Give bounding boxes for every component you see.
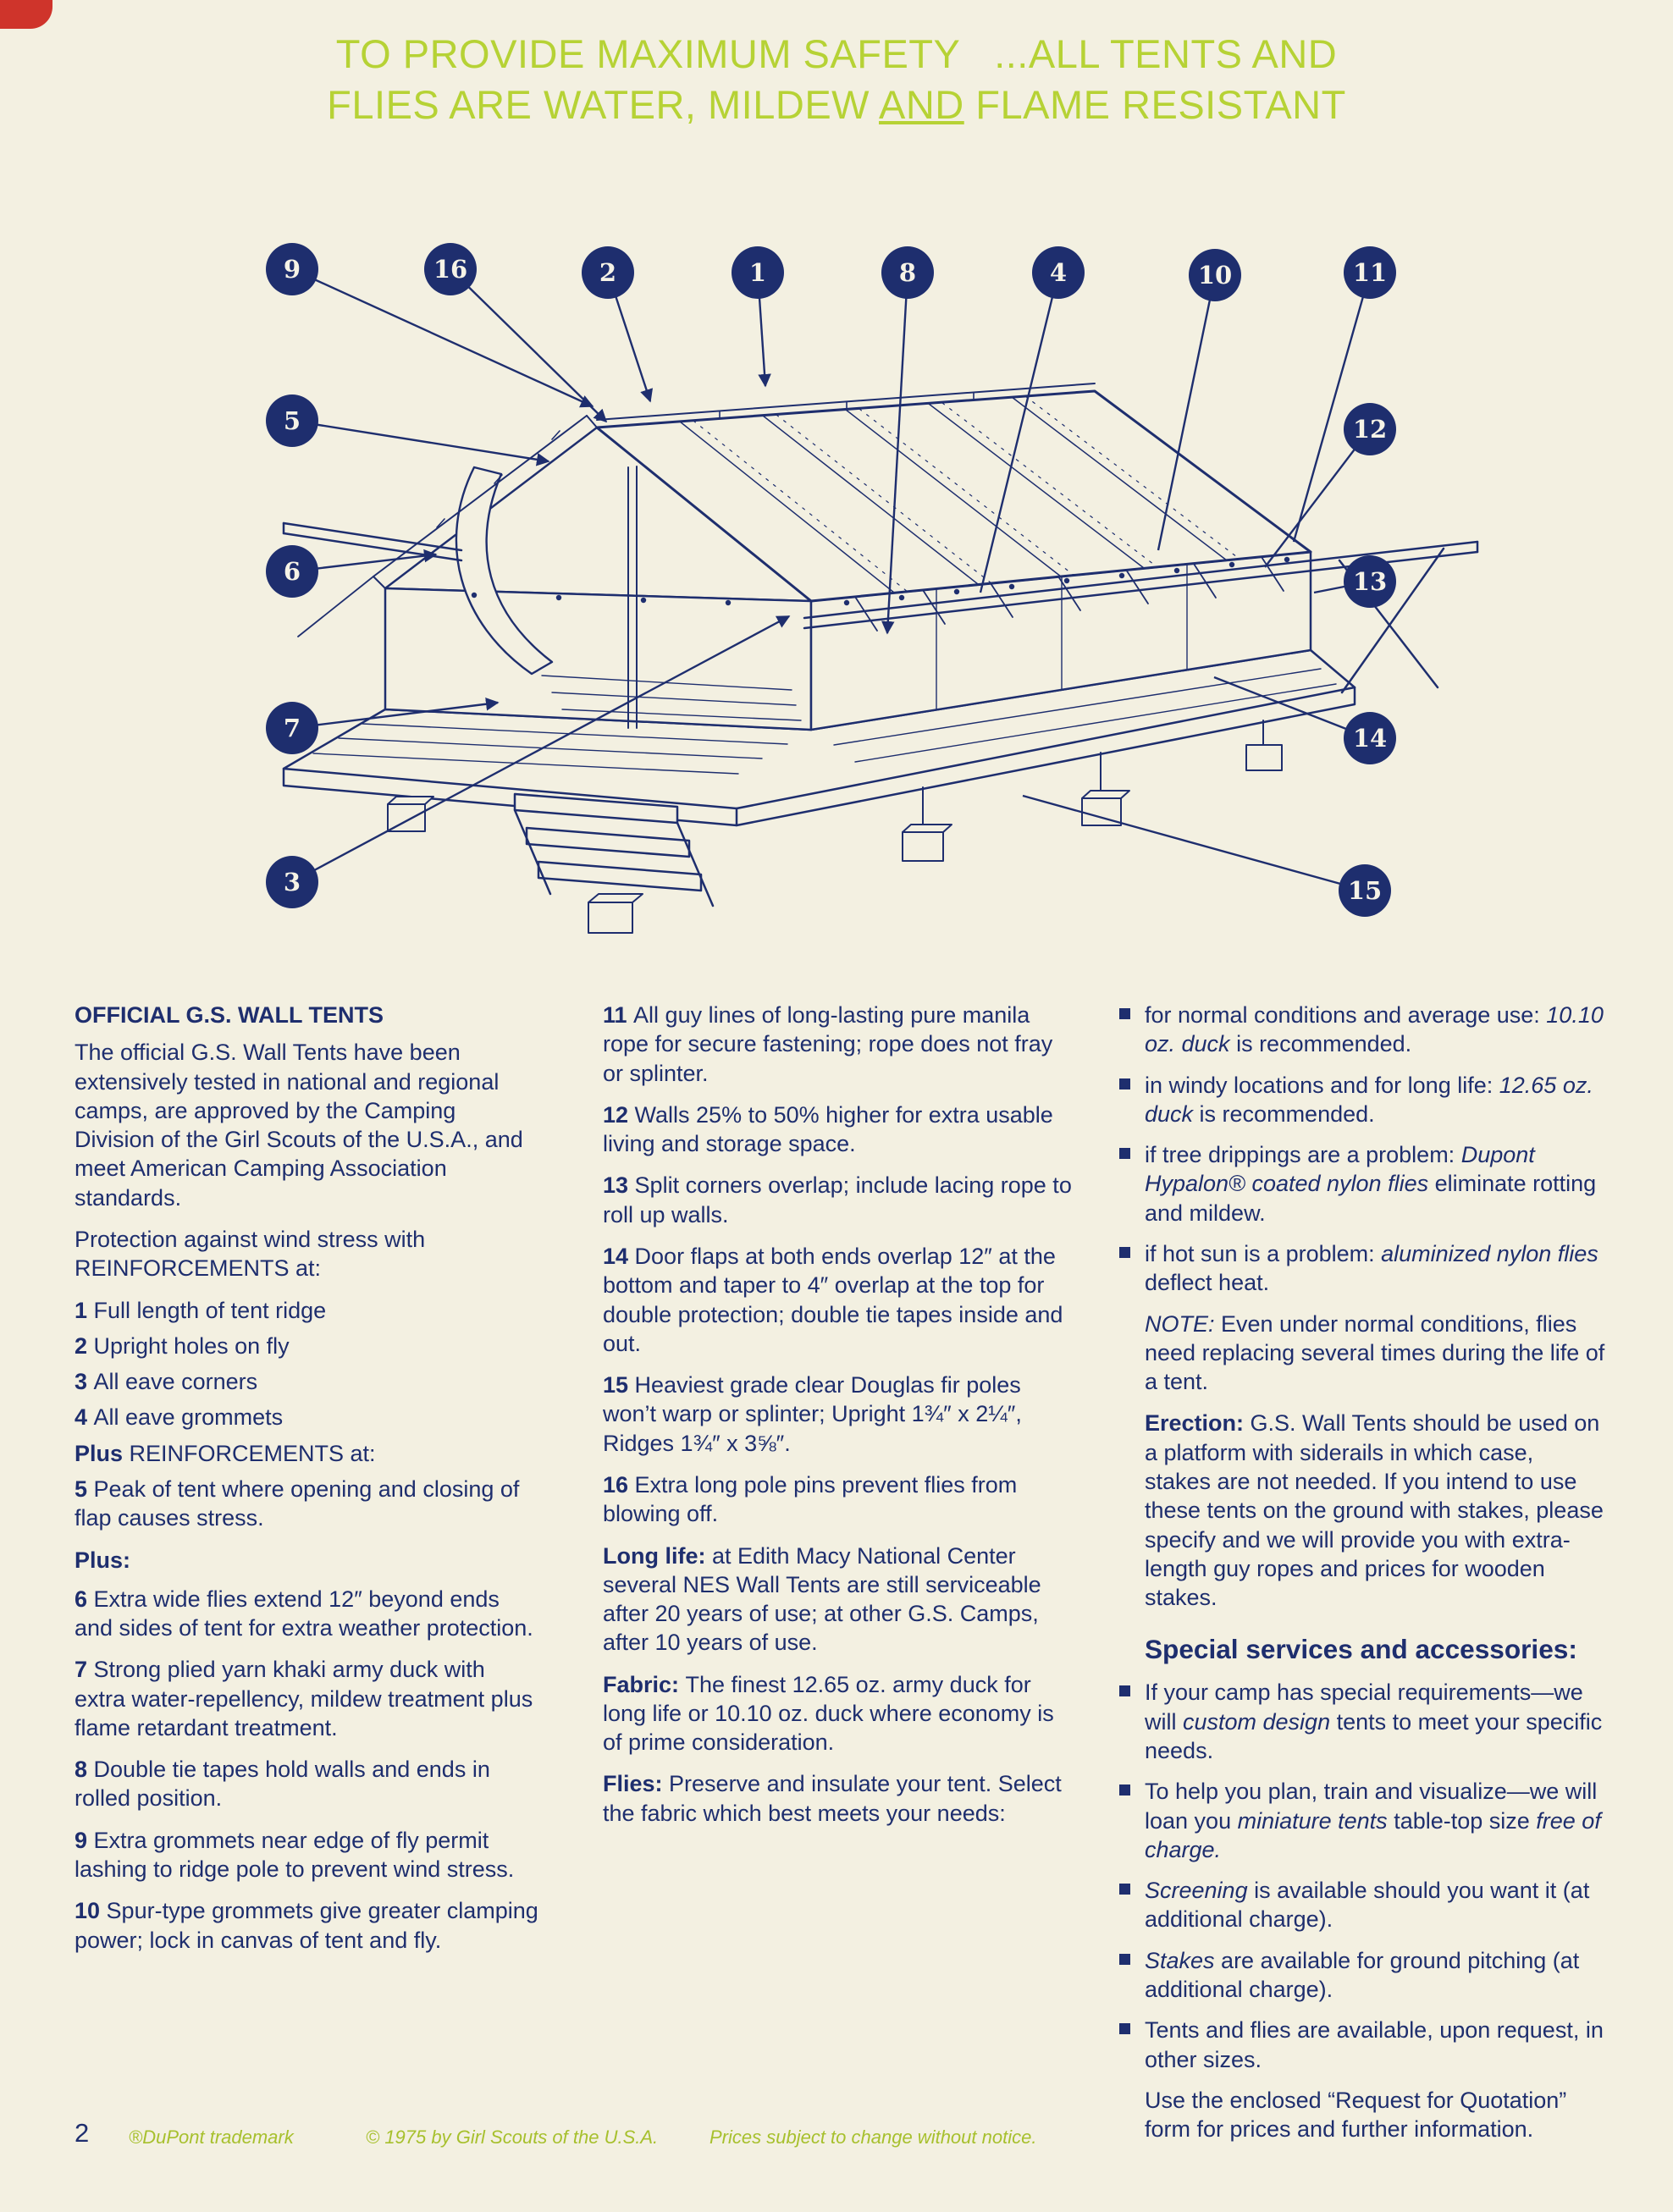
headline: TO PROVIDE MAXIMUM SAFETY ...ALL TENTS A… [0, 29, 1673, 130]
tent-diagram-drawing [282, 268, 1479, 934]
service-bullet-2: To help you plan, train and visualize—we… [1119, 1777, 1605, 1864]
bullet-text: Stakes are available for ground pitching… [1145, 1947, 1580, 2002]
column-features-continued: 11 All guy lines of long-lasting pure ma… [603, 1001, 1074, 1840]
diagram-callout-8: 8 [881, 246, 934, 299]
square-bullet-icon [1119, 1784, 1130, 1796]
bullet-text: if tree drippings are a problem: Dupont … [1145, 1142, 1597, 1226]
fabric-bullet-1: for normal conditions and average use: 1… [1119, 1001, 1605, 1059]
fabric-bullet-4: if hot sun is a problem: aluminized nylo… [1119, 1239, 1605, 1298]
diagram-callout-14: 14 [1344, 712, 1396, 764]
feature-item-15: 15 Heaviest grade clear Douglas fir pole… [603, 1372, 1022, 1456]
diagram-callout-10: 10 [1189, 249, 1241, 301]
bullet-text: for normal conditions and average use: 1… [1145, 1002, 1604, 1057]
body-columns: OFFICIAL G.S. WALL TENTS The official G.… [75, 1001, 1605, 2156]
feature-item-12: 12 Walls 25% to 50% higher for extra usa… [603, 1101, 1053, 1157]
service-bullet-3: Screening is available should you want i… [1119, 1876, 1605, 1934]
square-bullet-icon [1119, 1148, 1130, 1160]
bullet-text: Tents and flies are available, upon requ… [1145, 2017, 1604, 2072]
feature-item-4: 4 All eave grommets [75, 1404, 284, 1431]
diagram-callout-6: 6 [266, 545, 318, 598]
feature-item-1: 1 Full length of tent ridge [75, 1297, 327, 1323]
protection-paragraph: Protection against wind stress with REIN… [75, 1226, 426, 1282]
bullet-text: To help you plan, train and visualize—we… [1145, 1779, 1601, 1862]
closing-paragraph: Use the enclosed “Request for Quotation”… [1145, 2087, 1567, 2143]
bullet-text: in windy locations and for long life: 12… [1145, 1072, 1593, 1127]
diagram-callout-7: 7 [266, 702, 318, 754]
feature-item-9: 9 Extra grommets near edge of fly permit… [75, 1827, 515, 1883]
square-bullet-icon [1119, 1884, 1130, 1895]
feature-item-7: 7 Strong plied yarn khaki army duck with… [75, 1657, 533, 1740]
intro-paragraph: The official G.S. Wall Tents have been e… [75, 1040, 523, 1211]
diagram-callout-11: 11 [1344, 246, 1396, 299]
special-services-heading: Special services and accessories: [1145, 1634, 1577, 1665]
erection-paragraph: Erection: G.S. Wall Tents should be used… [1145, 1410, 1604, 1611]
column-recommendations: for normal conditions and average use: 1… [1119, 1001, 1605, 2156]
feature-item-14: 14 Door flaps at both ends overlap 12″ a… [603, 1243, 1063, 1356]
diagram-callout-12: 12 [1344, 403, 1396, 455]
diagram-callout-1: 1 [732, 246, 784, 299]
feature-item-5: 5 Peak of tent where opening and closing… [75, 1476, 520, 1531]
column-official-tents: OFFICIAL G.S. WALL TENTS The official G.… [75, 1001, 542, 1967]
diagram-callout-13: 13 [1344, 555, 1396, 608]
long-life-paragraph: Long life: at Edith Macy National Center… [603, 1542, 1041, 1656]
square-bullet-icon [1119, 1246, 1130, 1258]
service-bullet-4: Stakes are available for ground pitching… [1119, 1946, 1605, 2005]
feature-item-13: 13 Split corners overlap; include lacing… [603, 1172, 1072, 1227]
bullet-text: If your camp has special requirements—we… [1145, 1680, 1603, 1764]
diagram-callout-15: 15 [1339, 864, 1391, 917]
flies-paragraph: Flies: Preserve and insulate your tent. … [603, 1771, 1062, 1826]
feature-item-2: 2 Upright holes on fly [75, 1332, 290, 1359]
diagram-callout-5: 5 [266, 394, 318, 447]
square-bullet-icon [1119, 1078, 1130, 1089]
square-bullet-icon [1119, 1008, 1130, 1019]
page-corner-mark [0, 0, 52, 29]
feature-item-6: 6 Extra wide flies extend 12″ beyond end… [75, 1586, 533, 1641]
diagram-callout-9: 9 [266, 243, 318, 295]
section-heading: OFFICIAL G.S. WALL TENTS [75, 1002, 384, 1028]
fabric-bullet-3: if tree drippings are a problem: Dupont … [1119, 1140, 1605, 1227]
feature-item-11: 11 All guy lines of long-lasting pure ma… [603, 1002, 1053, 1086]
headline-line-1: TO PROVIDE MAXIMUM SAFETY ...ALL TENTS A… [335, 31, 1338, 76]
service-bullet-1: If your camp has special requirements—we… [1119, 1678, 1605, 1765]
diagram-callout-2: 2 [582, 246, 634, 299]
feature-item-10: 10 Spur-type grommets give greater clamp… [75, 1898, 538, 1953]
diagram-callout-16: 16 [424, 243, 477, 295]
fabric-paragraph: Fabric: The finest 12.65 oz. army duck f… [603, 1671, 1054, 1756]
feature-item-8: 8 Double tie tapes hold walls and ends i… [75, 1757, 490, 1812]
feature-item-3: 3 All eave corners [75, 1369, 258, 1395]
note-paragraph: NOTE: Even under normal conditions, flie… [1145, 1310, 1605, 1395]
feature-item-16: 16 Extra long pole pins prevent flies fr… [603, 1471, 1018, 1527]
diagram-callout-4: 4 [1032, 246, 1085, 299]
service-bullet-5: Tents and flies are available, upon requ… [1119, 2016, 1605, 2074]
square-bullet-icon [1119, 1953, 1130, 1965]
bullet-text: Screening is available should you want i… [1145, 1878, 1590, 1933]
square-bullet-icon [1119, 1685, 1130, 1697]
headline-line-2: FLIES ARE WATER, MILDEW AND FLAME RESIST… [327, 82, 1346, 128]
bullet-text: if hot sun is a problem: aluminized nylo… [1145, 1240, 1598, 1296]
diagram-callout-3: 3 [266, 856, 318, 908]
plus-heading: Plus: [75, 1547, 131, 1573]
square-bullet-icon [1119, 2023, 1130, 2035]
plus-reinforcements-line: Plus REINFORCEMENTS at: [75, 1440, 376, 1466]
fabric-bullet-2: in windy locations and for long life: 12… [1119, 1071, 1605, 1129]
